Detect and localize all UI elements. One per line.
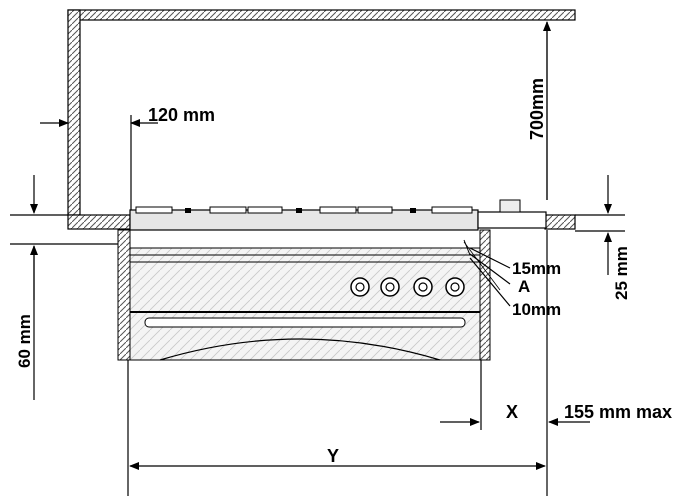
dim-x-label: X [506, 402, 518, 422]
point-a-label: A [518, 277, 530, 296]
max-offset-label: 155 mm max [564, 402, 672, 422]
oven [117, 229, 501, 361]
dim-y-label: Y [327, 446, 339, 466]
worktop-thickness-label: 25 mm [612, 246, 631, 300]
cabinet-depth-label: 60 mm [15, 314, 34, 368]
gap-bottom-label: 10mm [512, 300, 561, 319]
worktop [67, 214, 576, 230]
wall-cabinet [67, 9, 576, 216]
wall-height-label: 700mm [527, 78, 547, 140]
hob [129, 199, 547, 231]
control-knobs [350, 277, 465, 297]
dimension-lines [10, 21, 625, 496]
gap-top-label: 15mm [512, 259, 561, 278]
side-clearance-label: 120 mm [148, 105, 215, 125]
